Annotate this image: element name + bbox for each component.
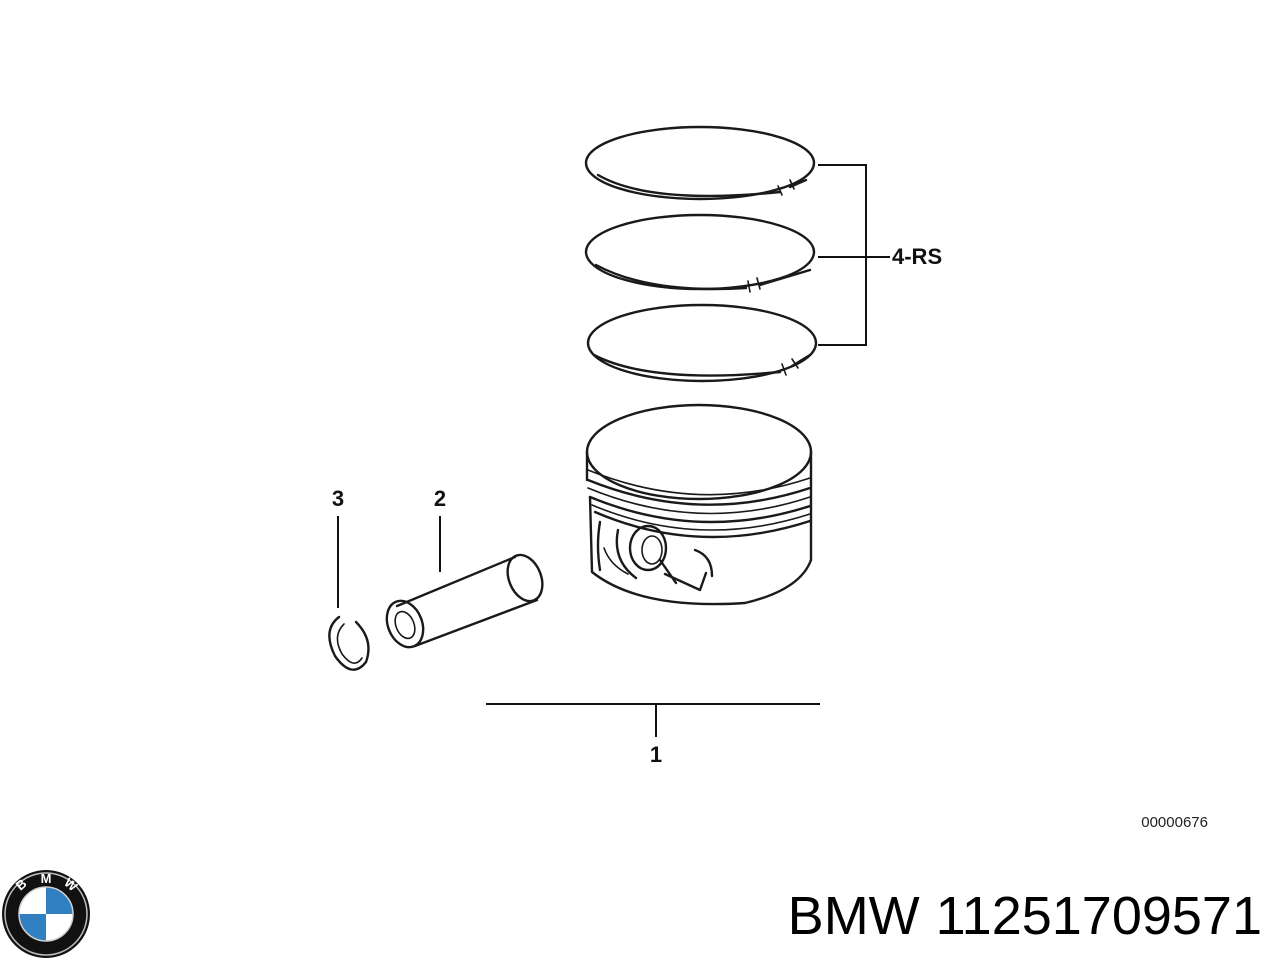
piston-ring-top [584,125,816,201]
piston-pin [385,553,544,649]
callout-clip: 3 [332,486,344,511]
caption-part-number: 11251709571 [936,886,1262,946]
rings-bracket [818,164,890,346]
part-caption: BMW 11251709571 [788,886,1262,946]
piston-leader [486,703,820,737]
piston-body [585,403,813,606]
caption-brand: BMW [788,886,920,946]
callout-rings: 4-RS [892,244,942,269]
callout-pin: 2 [434,486,446,511]
bmw-logo-icon: B M W [2,870,90,958]
callout-piston: 1 [650,742,662,767]
logo-letter-m: M [41,871,52,886]
piston-ring-oil [586,303,818,383]
diagram-reference-number: 00000676 [1141,814,1208,831]
piston-ring-middle [584,213,816,293]
circlip [328,615,370,671]
